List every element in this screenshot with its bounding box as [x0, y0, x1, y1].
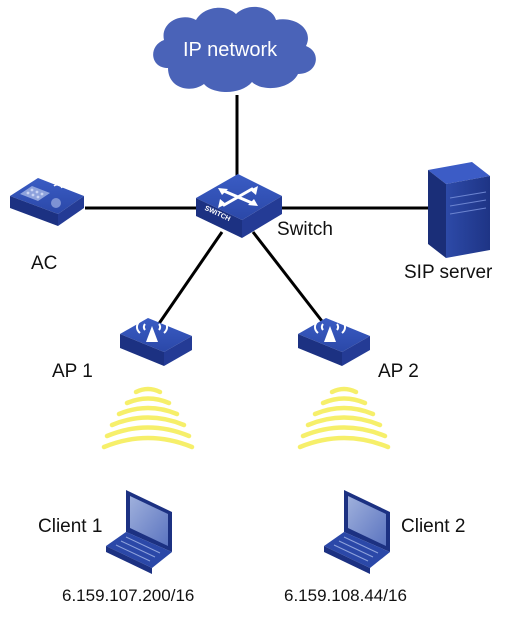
links: [85, 95, 430, 326]
sip-server-label: SIP server: [404, 262, 493, 283]
ap2-label: AP 2: [378, 361, 419, 382]
cloud-icon: [153, 6, 316, 93]
client1-label: Client 1: [38, 516, 103, 537]
link-switch-ap2: [251, 231, 327, 326]
laptop-icon: [106, 490, 172, 574]
access-point-icon: [120, 318, 192, 366]
switch-icon: SWITCH: [196, 174, 282, 238]
link-switch-ap1: [156, 231, 224, 326]
client2-ip: 6.159.108.44/16: [284, 586, 407, 605]
server-icon: [428, 162, 490, 258]
client1-ip: 6.159.107.200/16: [62, 586, 195, 605]
ap1-label: AP 1: [52, 361, 93, 382]
ac-controller-icon: [10, 177, 84, 226]
ac-label: AC: [31, 253, 58, 274]
access-point-icon: [298, 318, 370, 366]
switch-label: Switch: [277, 219, 333, 240]
wifi-signal-icon: [101, 386, 195, 450]
client2-label: Client 2: [401, 516, 466, 537]
network-label: IP network: [183, 39, 278, 61]
wifi-signal-icon: [297, 386, 391, 450]
laptop-icon: [324, 490, 390, 574]
